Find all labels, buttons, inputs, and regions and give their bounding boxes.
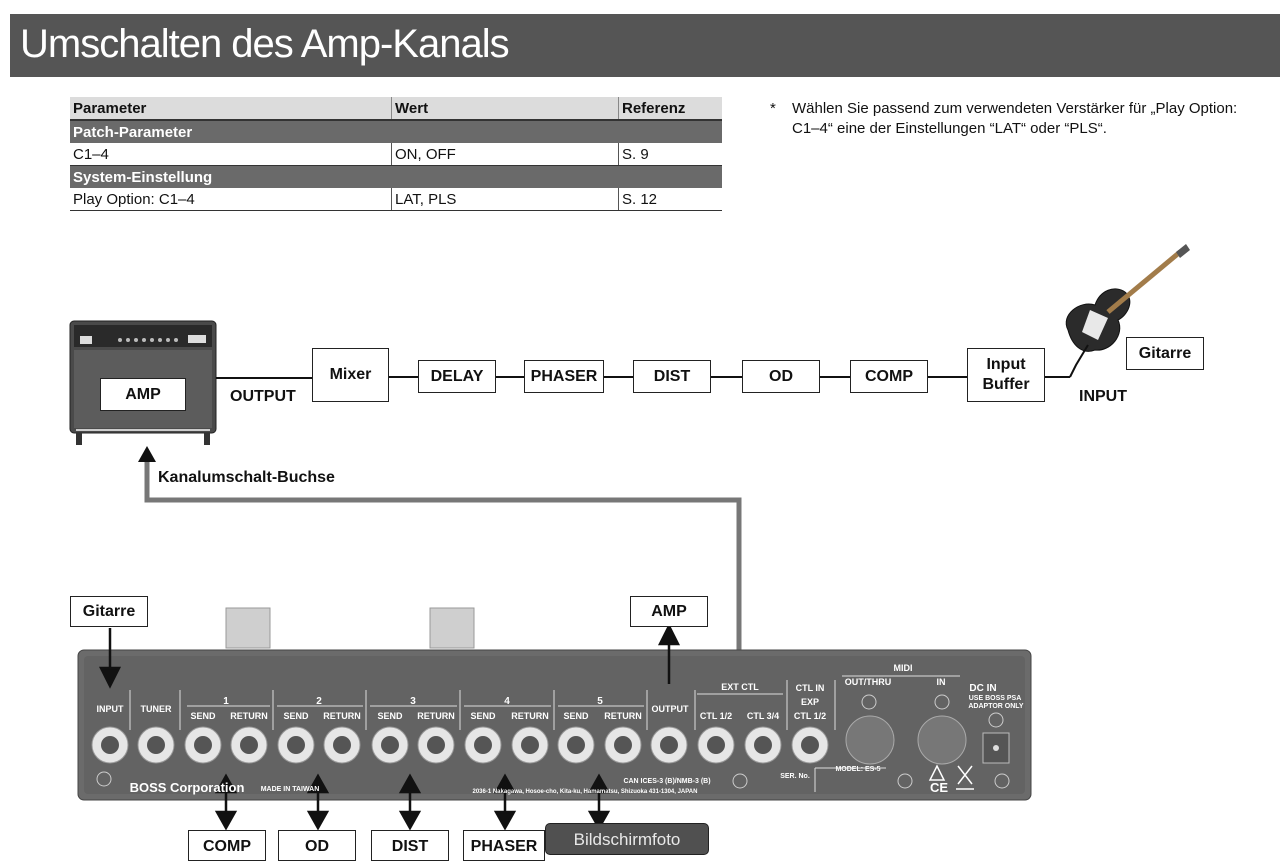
footnote-text: Wählen Sie passend zum verwendeten Verst… [792, 99, 1237, 139]
midi-label: MIDI [894, 663, 913, 673]
page-title: Umschalten des Amp-Kanals [20, 22, 510, 66]
unit-rear-panel [77, 607, 1032, 801]
midi-in-label: IN [937, 677, 946, 687]
col-header-parameter: Parameter [70, 97, 392, 121]
cell-value: LAT, PLS [391, 188, 619, 211]
guitar-illustration [1065, 244, 1190, 352]
table-section-row: System-Einstellung [70, 165, 722, 188]
input-buffer-line-1: Input [986, 356, 1026, 373]
chain-dist: DIST [633, 360, 711, 393]
cell-reference: S. 9 [618, 143, 722, 166]
svg-text:CE: CE [930, 780, 948, 795]
parameter-table: Parameter Wert Referenz Patch-Parameter … [70, 97, 722, 211]
section-label: System-Einstellung [70, 165, 722, 188]
dc-note-1: USE BOSS PSA [969, 695, 1022, 702]
compliance-icons: CE [928, 764, 974, 795]
guitar-box: Gitarre [1126, 337, 1204, 370]
chain-comp: COMP [850, 360, 928, 393]
cell-parameter: C1–4 [70, 143, 392, 166]
cell-value: ON, OFF [391, 143, 619, 166]
return-label: RETURN [417, 711, 455, 721]
exp-label: EXP [801, 697, 819, 707]
chain-phaser: PHASER [524, 360, 604, 393]
dc-note-2: ADAPTOR ONLY [968, 703, 1024, 710]
loop-label-3: 3 [410, 696, 416, 707]
table-header-row: Parameter Wert Referenz [70, 97, 722, 121]
send-label: SEND [563, 711, 589, 721]
ctl-in-12-label: CTL 1/2 [794, 711, 826, 721]
compliance-text: CAN ICES-3 (B)/NMB-3 (B) [623, 778, 710, 785]
model-text: MODEL: ES-5 [835, 766, 880, 773]
table-row: Play Option: C1–4 LAT, PLS S. 12 [70, 188, 722, 211]
dc-in-label: DC IN [969, 683, 996, 694]
return-label: RETURN [604, 711, 642, 721]
table-row: C1–4 ON, OFF S. 9 [70, 143, 722, 166]
send-label: SEND [470, 711, 496, 721]
chain-mixer: Mixer [312, 348, 389, 402]
channel-jack-label: Kanalumschalt-Buchse [158, 469, 335, 486]
jack-label-input: INPUT [97, 704, 125, 714]
ext-ctl-label: EXT CTL [721, 682, 759, 692]
cell-parameter: Play Option: C1–4 [70, 188, 392, 211]
cell-reference: S. 12 [618, 188, 722, 211]
loop-label-1: 1 [223, 696, 229, 707]
ctl34-label: CTL 3/4 [747, 711, 779, 721]
unit-guitar-box: Gitarre [70, 596, 148, 627]
ser-no-text: SER. No. [780, 773, 810, 780]
output-label: OUTPUT [230, 388, 296, 405]
ctl12-label: CTL 1/2 [700, 711, 732, 721]
screenshot-tooltip: Bildschirmfoto [545, 823, 709, 855]
midi-out-thru-label: OUT/THRU [845, 677, 892, 687]
col-header-reference: Referenz [618, 97, 722, 121]
return-label: RETURN [511, 711, 549, 721]
table-section-row: Patch-Parameter [70, 120, 722, 143]
send-label: SEND [283, 711, 309, 721]
address-text: 2036-1 Nakagawa, Hosoe-cho, Kita-ku, Ham… [473, 789, 698, 795]
page-header: Umschalten des Amp-Kanals [10, 14, 1280, 77]
section-label: Patch-Parameter [70, 120, 722, 143]
return-label: RETURN [230, 711, 268, 721]
made-in-text: MADE IN TAIWAN [261, 786, 320, 793]
send-label: SEND [377, 711, 403, 721]
loop-label-4: 4 [504, 696, 510, 707]
footnote-line-1: Wählen Sie passend zum verwendeten Verst… [792, 100, 1238, 117]
input-buffer-box: Input Buffer [967, 348, 1045, 402]
input-label: INPUT [1079, 388, 1127, 405]
unit-amp-box: AMP [630, 596, 708, 627]
col-header-value: Wert [391, 97, 619, 121]
loop-label-2: 2 [316, 696, 322, 707]
send-label: SEND [190, 711, 216, 721]
footnote-marker: * [770, 100, 776, 117]
jack-label-output: OUTPUT [652, 704, 690, 714]
chain-delay: DELAY [418, 360, 496, 393]
loop-label-5: 5 [597, 696, 603, 707]
footnote-line-2: C1–4“ eine der Einstellungen “LAT“ oder … [792, 120, 1107, 137]
jack-label-tuner: TUNER [141, 704, 172, 714]
amp-box: AMP [100, 378, 186, 411]
chain-od: OD [742, 360, 820, 393]
ctl-in-label: CTL IN [796, 683, 825, 693]
return-label: RETURN [323, 711, 361, 721]
brand-text: BOSS Corporation [130, 780, 245, 795]
input-buffer-line-2: Buffer [982, 376, 1030, 393]
